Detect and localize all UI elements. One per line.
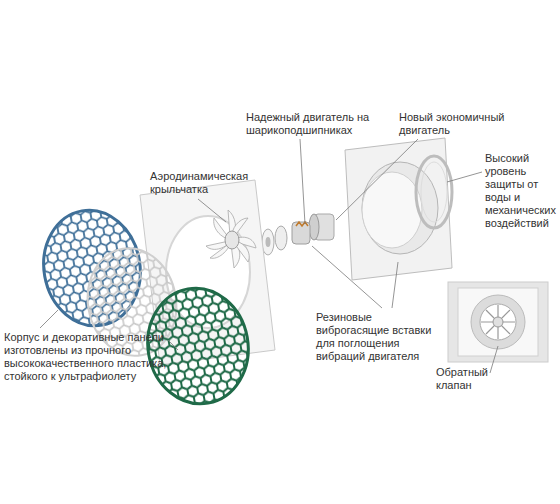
callout-label: Аэродинамическая крыльчатка	[150, 170, 260, 196]
callout-label: Резиновые виброгасящие вставки для погло…	[316, 311, 444, 363]
callout-label: Надежный двигатель на шарикоподшипниках	[246, 111, 378, 137]
callout-label: Обратный клапан	[436, 366, 496, 392]
callout-label: Высокий уровень защиты от воды и механич…	[485, 152, 558, 230]
callout-label: Корпус и декоративные панели изготовлены…	[4, 331, 176, 383]
callout-label: Новый экономичный двигатель	[399, 111, 509, 137]
